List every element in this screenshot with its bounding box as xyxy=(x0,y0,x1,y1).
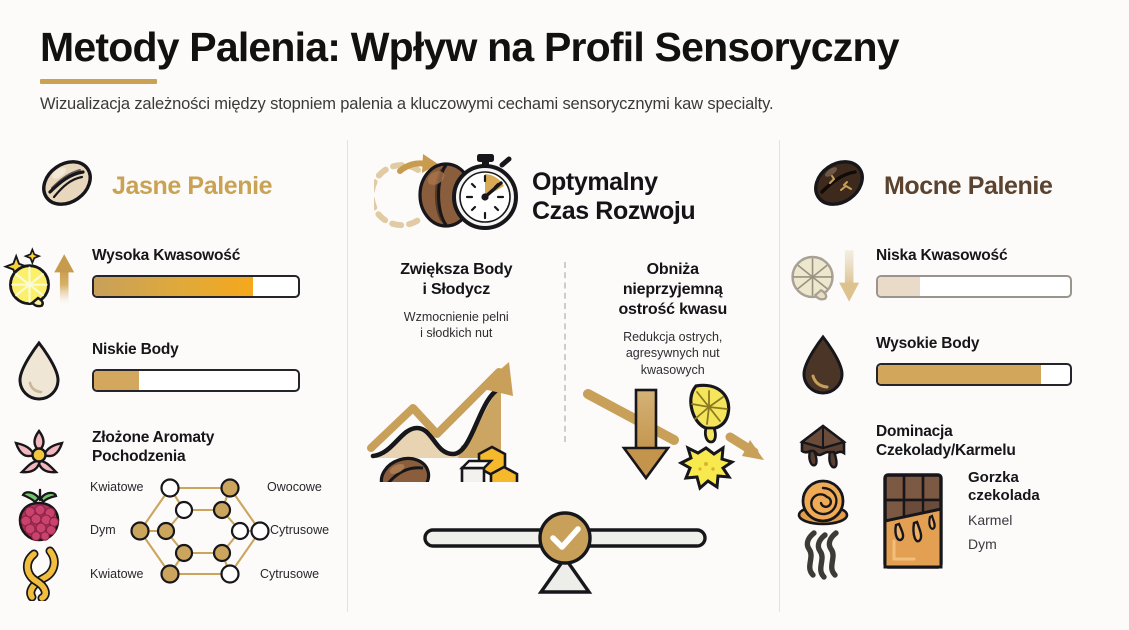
dominance-label-line1: Dominacja xyxy=(876,423,953,440)
high-body-body: Wysokie Body xyxy=(876,331,1128,386)
dark-roast-header: Mocne Palenie xyxy=(780,140,1128,219)
aroma-icon-stack xyxy=(0,425,78,601)
optimal-time-header: Optymalny Czas Rozwoju xyxy=(348,140,779,243)
metric-chocolate-dominance: Dominacja Czekolady/Karmelu xyxy=(780,419,1128,581)
orange-peel-spiral-icon xyxy=(23,546,59,601)
page-header: Metody Palenia: Wpływ na Profil Sensoryc… xyxy=(0,0,1129,114)
optimal-time-title: Optymalny Czas Rozwoju xyxy=(532,167,696,226)
flavor-item-0: Gorzka xyxy=(968,468,1019,486)
complex-aromas-body: Złożone Aromaty Pochodzenia xyxy=(90,425,347,589)
middle-panels: Zwiększa Body i Słodycz Wzmocnienie peln… xyxy=(348,260,781,505)
high-acidity-body: Wysoka Kwasowość xyxy=(92,243,347,298)
increases-body-title: Zwiększa Body i Słodycz xyxy=(348,260,565,300)
reduces-sharpness-title-line3: ostrość kwasu xyxy=(618,301,728,318)
high-acidity-label: Wysoka Kwasowość xyxy=(92,247,241,264)
high-body-bar xyxy=(876,362,1072,386)
radar-label-top-left: Kwiatowe xyxy=(90,479,144,494)
reduces-sharpness-sub: Redukcja ostrych, agresywnych nut kwasow… xyxy=(565,329,782,378)
high-acidity-bar xyxy=(92,274,300,298)
complex-aromas-label-line1: Złożone Aromaty xyxy=(92,429,215,446)
low-acidity-bar-fill xyxy=(878,276,921,296)
low-body-label: Niskie Body xyxy=(92,341,179,358)
caramel-roll-icon xyxy=(797,479,849,526)
light-roast-title: Jasne Palenie xyxy=(112,171,273,200)
reduces-sharpness-title: Obniża nieprzyjemną ostrość kwasu xyxy=(565,260,782,320)
chocolate-bar-caramel-icon xyxy=(876,469,950,578)
dominance-label-line2: Czekolady/Karmelu xyxy=(876,441,1016,459)
low-body-body: Niskie Body xyxy=(92,337,347,392)
column-optimal-development: Optymalny Czas Rozwoju Zwiększa Body i S… xyxy=(347,140,780,612)
flavor-item-3: Dym xyxy=(968,536,997,553)
metric-low-acidity: Niska Kwasowość xyxy=(780,243,1128,309)
low-acidity-bar xyxy=(876,274,1072,298)
pink-flower-icon xyxy=(14,428,64,474)
high-body-icon-group xyxy=(784,331,862,397)
radar-label-bottom-right: Cytrusowe xyxy=(260,566,320,581)
low-body-bar-fill xyxy=(94,370,139,390)
high-acidity-bar-fill xyxy=(94,276,254,296)
upward-trend-icon-group xyxy=(348,346,565,499)
metric-high-acidity: Wysoka Kwasowość xyxy=(0,243,347,315)
optimal-time-title-line2: Czas Rozwoju xyxy=(532,196,696,225)
reduces-sharpness-sub-line1: Redukcja ostrych, xyxy=(623,330,723,344)
high-body-label: Wysokie Body xyxy=(876,335,980,352)
smoke-icon xyxy=(804,530,839,580)
radar-label-top-right: Owocowe xyxy=(267,479,322,494)
low-acidity-icon-group xyxy=(784,243,862,309)
reduce-acidity-icon-group xyxy=(565,374,782,505)
increases-body-sub: Wzmocnienie pelni i słodkich nut xyxy=(348,309,565,342)
balance-scale-check-icon xyxy=(348,502,781,598)
reduces-sharpness-title-line2: nieprzyjemną xyxy=(622,281,723,298)
radar-label-bottom-left: Kwiatowe xyxy=(90,566,144,581)
metric-low-body: Niskie Body xyxy=(0,337,347,403)
dark-roast-title: Mocne Palenie xyxy=(884,171,1053,200)
dominance-icon-stack xyxy=(784,419,862,581)
flavor-notes-group: Gorzka czekolada Karmel Dym xyxy=(876,469,1128,578)
melting-chocolate-icon xyxy=(799,424,847,469)
reduces-sharpness-sub-line2: agresywnych nut xyxy=(625,346,720,361)
increases-body-title-line2: i Słodycz xyxy=(422,281,491,298)
dark-roast-coffee-bean-icon xyxy=(808,152,870,219)
low-acidity-body: Niska Kwasowość xyxy=(876,243,1128,298)
reduces-sharpness-sub-line3: kwasowych xyxy=(640,362,705,377)
page-title: Metody Palenia: Wpływ na Profil Sensoryc… xyxy=(40,24,900,70)
raspberry-icon xyxy=(18,488,60,542)
low-acidity-label: Niska Kwasowość xyxy=(876,247,1008,264)
high-body-bar-fill xyxy=(878,364,1042,384)
panel-reduces-sharpness: Obniża nieprzyjemną ostrość kwasu Redukc… xyxy=(565,260,782,505)
middle-dashed-divider xyxy=(564,262,566,442)
reduces-sharpness-title-line1: Obniża xyxy=(646,261,699,278)
panel-increases-body: Zwiększa Body i Słodycz Wzmocnienie peln… xyxy=(348,260,565,505)
column-light-roast: Jasne Palenie xyxy=(0,140,347,612)
increases-body-title-line1: Zwiększa Body xyxy=(400,261,513,278)
metric-high-body: Wysokie Body xyxy=(780,331,1128,397)
flavor-item-2: Karmel xyxy=(968,512,1013,529)
roast-timer-icon-group xyxy=(368,150,522,243)
flavor-item-1: czekolada xyxy=(968,486,1040,504)
optimal-time-title-line1: Optymalny xyxy=(532,167,658,196)
low-body-icon-group xyxy=(0,337,78,403)
aroma-radar-chart: Kwiatowe Owocowe Cytrusowe Cytrusowe Kwi… xyxy=(90,474,329,589)
increases-body-sub-line1: Wzmocnienie pelni xyxy=(403,310,509,324)
column-dark-roast: Mocne Palenie xyxy=(780,140,1128,612)
chocolate-dominance-body: Dominacja Czekolady/Karmelu xyxy=(876,419,1128,578)
flavor-list: Gorzka czekolada Karmel Dym xyxy=(968,469,1040,552)
radar-label-left: Dym xyxy=(90,522,116,537)
increases-body-sub-line2: i słodkich nut xyxy=(420,326,493,341)
complex-aromas-label-line2: Pochodzenia xyxy=(92,447,186,465)
low-body-bar xyxy=(92,368,300,392)
columns-container: Jasne Palenie xyxy=(0,140,1129,612)
radar-label-right: Cytrusowe xyxy=(270,522,330,537)
light-roast-header: Jasne Palenie xyxy=(0,140,347,219)
light-roast-coffee-bean-icon xyxy=(36,152,98,219)
page-subtitle: Wizualizacja zależności między stopniem … xyxy=(40,95,774,114)
high-acidity-icon-group xyxy=(0,243,78,315)
metric-complex-aromas: Złożone Aromaty Pochodzenia xyxy=(0,425,347,601)
title-underline-rule xyxy=(40,79,157,85)
